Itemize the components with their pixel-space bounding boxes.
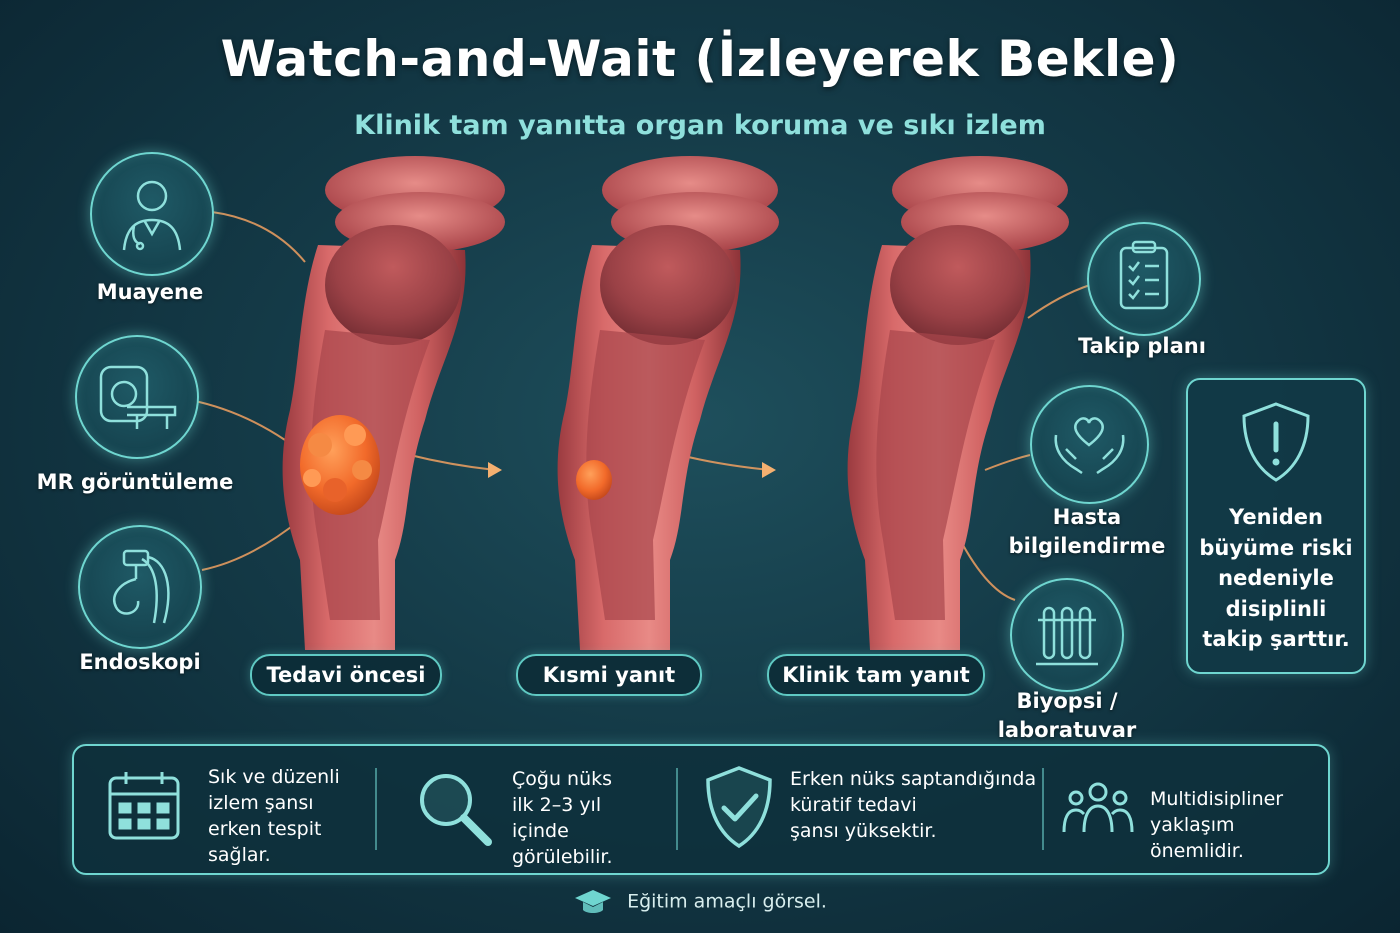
connector-takip <box>1027 284 1091 319</box>
info-cell-3-line-2: küratif tedavi <box>790 794 917 816</box>
test-tubes-icon <box>1036 606 1098 666</box>
hasta-label-line1: Hasta <box>1052 505 1122 529</box>
graduation-cap-icon <box>575 890 612 913</box>
info-cell-3-line-3: şansı yüksektir. <box>790 820 937 842</box>
arrow-stage2 <box>488 462 502 478</box>
warning-line-1: Yeniden <box>1229 505 1323 529</box>
info-cell-4-line-1: Multidisipliner <box>1150 788 1284 810</box>
heart-hands-icon <box>1054 417 1125 475</box>
mr-circle <box>75 335 199 459</box>
info-cell-1-line-4: sağlar. <box>208 844 271 866</box>
info-divider-3 <box>1042 768 1044 850</box>
info-cell-1-line-1: Sık ve düzenli <box>208 766 340 788</box>
info-cell-2-line-2: ilk 2–3 yıl <box>512 794 602 816</box>
magnifier-icon <box>420 774 492 846</box>
info-cell-2-line-3: içinde <box>512 820 569 842</box>
connector-mr <box>189 399 286 441</box>
info-cell-4-text: Multidisipliner yaklaşım önemlidir. <box>1150 786 1328 864</box>
connector-endoskopi <box>201 519 301 571</box>
mr-label: MR görüntüleme <box>36 470 234 494</box>
calendar-icon <box>108 772 180 840</box>
biyopsi-label: Biyopsi / laboratuvar <box>980 687 1154 745</box>
page-subtitle: Klinik tam yanıtta organ koruma ve sıkı … <box>354 110 1046 141</box>
muayene-circle <box>90 152 214 276</box>
info-panel: Sık ve düzenli izlem şansı erken tespit … <box>72 744 1330 875</box>
warning-box: Yeniden büyüme riski nedeniyle disiplinl… <box>1186 378 1366 674</box>
biyopsi-label-line1: Biyopsi / <box>1016 689 1118 713</box>
footer-text: Eğitim amaçlı görsel. <box>627 890 827 913</box>
warning-line-2: büyüme riski <box>1199 535 1353 560</box>
info-cell-1-line-2: izlem şansı <box>208 792 314 814</box>
hasta-label: Hasta bilgilendirme <box>1000 503 1174 561</box>
footer: Eğitim amaçlı görsel. <box>0 888 1400 916</box>
info-cell-3-line-1: Erken nüks saptandığında <box>790 768 1037 790</box>
biyopsi-circle <box>1010 578 1124 692</box>
rectum-pre-treatment <box>282 156 505 650</box>
warning-text: Yeniden büyüme riski nedeniyle disiplinl… <box>1188 502 1364 655</box>
info-cell-4-line-2: yaklaşım önemlidir. <box>1150 814 1244 862</box>
shield-check-icon <box>706 766 772 849</box>
info-cell-2-line-1: Çoğu nüks <box>512 768 613 790</box>
shield-exclamation-icon <box>1242 402 1310 482</box>
doctor-icon <box>122 180 182 251</box>
takip-label: Takip planı <box>1078 334 1206 358</box>
rectum-partial-response <box>557 156 779 650</box>
connector-stage2-stage3 <box>679 454 771 471</box>
stage-label-complete-response: Klinik tam yanıt <box>767 654 985 696</box>
info-cell-2-text: Çoğu nüks ilk 2–3 yıl içinde görülebilir… <box>512 766 613 870</box>
rectum-complete-response <box>847 156 1069 650</box>
team-icon <box>1062 782 1134 833</box>
page-title: Watch-and-Wait (İzleyerek Bekle) <box>220 30 1180 88</box>
info-cell-1-line-3: erken tespit <box>208 818 322 840</box>
info-cell-2-line-4: görülebilir. <box>512 846 613 868</box>
warning-line-4: disiplinli <box>1225 596 1327 621</box>
mri-scanner-icon <box>99 365 177 429</box>
clipboard-checklist-icon <box>1119 240 1169 310</box>
endoskopi-circle <box>78 525 202 649</box>
info-divider-2 <box>676 768 678 850</box>
muayene-label: Muayene <box>96 280 204 304</box>
warning-line-5: takip şarttır. <box>1202 627 1350 651</box>
flow-arrows <box>488 462 776 478</box>
arrow-stage3 <box>762 462 776 478</box>
stage-label-partial-response: Kısmi yanıt <box>516 654 702 696</box>
takip-circle <box>1087 222 1201 336</box>
tumor-small <box>576 460 612 500</box>
biyopsi-label-line2: laboratuvar <box>997 718 1137 742</box>
hasta-label-line2: bilgilendirme <box>1008 534 1166 558</box>
connector-muayene <box>211 211 306 263</box>
endoscope-icon <box>113 549 170 624</box>
stage-label-pre-treatment: Tedavi öncesi <box>250 654 442 696</box>
endoskopi-label: Endoskopi <box>79 650 201 674</box>
info-cell-3-text: Erken nüks saptandığında küratif tedavi … <box>790 766 1036 844</box>
warning-line-3: nedeniyle <box>1218 566 1334 590</box>
info-cell-1-text: Sık ve düzenli izlem şansı erken tespit … <box>208 764 340 868</box>
connector-stage1-stage2 <box>409 454 496 471</box>
hasta-circle <box>1030 385 1149 504</box>
info-divider-1 <box>375 768 377 850</box>
connector-hasta <box>984 454 1031 471</box>
